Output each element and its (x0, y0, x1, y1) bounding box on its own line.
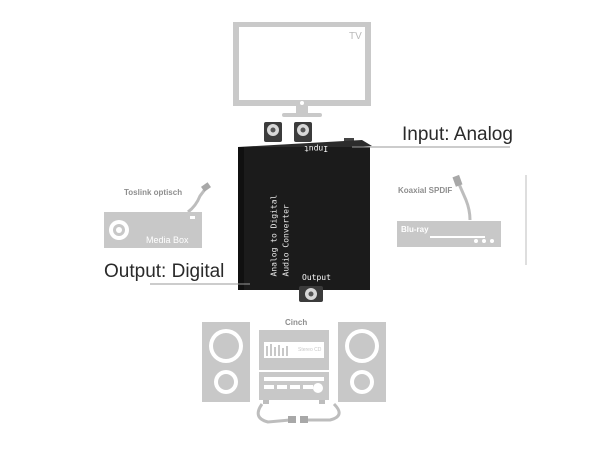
input-port-label: Input (304, 144, 329, 153)
input-callout-text: Input: Analog (402, 124, 513, 145)
bluray-device (397, 174, 527, 265)
output-callout-text: Output: Digital (104, 261, 225, 282)
coax-cable (457, 183, 472, 221)
media-box-caption: Toslink optisch (124, 188, 183, 197)
front-text-line1: Analog to Digital (269, 194, 279, 277)
stereo-system (202, 322, 386, 424)
converter-front-text: Analog to Digital Audio Converter (258, 182, 298, 278)
tv-label: TV (349, 31, 362, 42)
tv-monitor (233, 22, 371, 117)
tv-stand (282, 113, 322, 117)
front-text-line2: Audio Converter (281, 204, 291, 277)
media-box-device (104, 182, 211, 248)
tv-neck (296, 106, 308, 114)
tv-power-dot (300, 101, 304, 105)
bluray-caption: Koaxial SPDIF (398, 186, 453, 195)
stereo-caption: Cinch (285, 318, 308, 327)
cinch-cable-right (306, 402, 341, 422)
output-port-label: Output (302, 273, 331, 282)
tv-screen (239, 27, 365, 100)
bluray-side-edge (525, 175, 527, 265)
toslink-cable (187, 187, 208, 214)
cinch-cable-left (256, 403, 291, 424)
stereo-display-text: Stereo CD (298, 347, 322, 353)
media-box-label: Media Box (146, 235, 189, 245)
converter-body (238, 147, 370, 290)
bluray-label: Blu-ray (401, 225, 429, 234)
converter-device (238, 122, 372, 302)
